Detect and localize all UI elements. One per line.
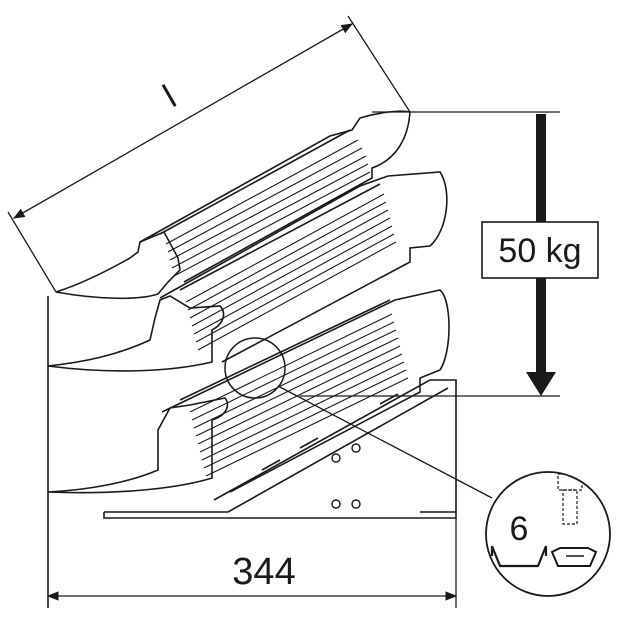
rail-profile xyxy=(490,545,548,568)
load-label-box xyxy=(481,221,599,279)
mounting-bracket xyxy=(213,379,457,513)
bolt-hole xyxy=(331,499,341,509)
length-label: l xyxy=(157,78,183,115)
detail-magnifier-circle xyxy=(485,471,611,597)
shelf-tier-top xyxy=(55,110,411,300)
width-dimension xyxy=(46,518,458,608)
down-arrow-icon xyxy=(526,114,556,396)
base-plate xyxy=(103,511,457,519)
shelf-tier-bottom xyxy=(47,289,450,494)
width-label: 344 xyxy=(232,551,295,593)
detail-callout xyxy=(224,337,611,597)
bolt-hole xyxy=(331,453,341,463)
t-nut xyxy=(550,547,598,567)
shelf-tier-middle xyxy=(47,171,448,372)
load-indicator xyxy=(300,111,599,397)
load-label: 50 kg xyxy=(498,232,581,270)
screw-icon xyxy=(557,473,583,525)
detail-source-circle xyxy=(224,337,286,399)
detail-label: 6 xyxy=(510,510,529,548)
bolt-hole xyxy=(351,499,361,509)
length-dimension xyxy=(7,15,411,293)
bolt-hole xyxy=(351,443,361,453)
